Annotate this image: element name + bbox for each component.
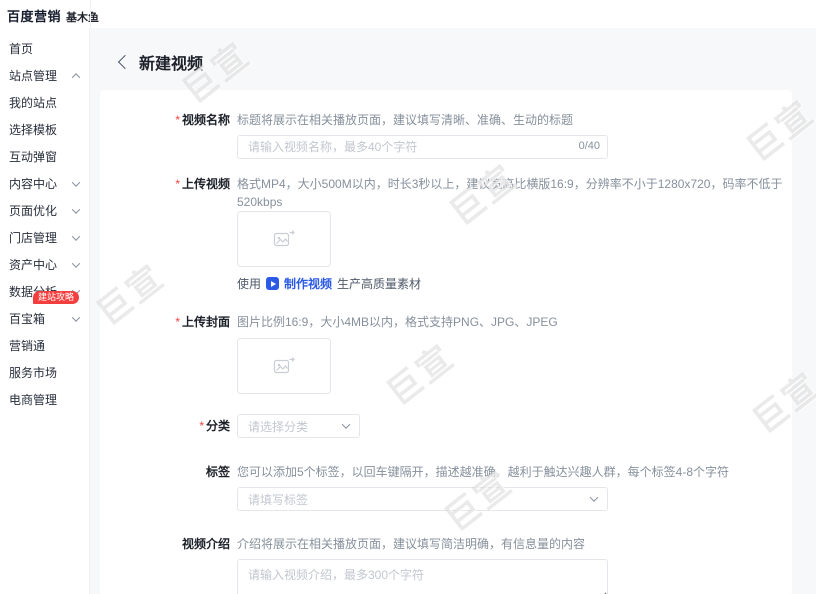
upload-cover-desc: 图片比例16:9，大小4MB以内，格式支持PNG、JPG、JPEG [237, 315, 558, 329]
add-image-icon [273, 357, 295, 374]
video-name-row: 视频名称 标题将展示在相关播放页面，建议填写清晰、准确、生动的标题 0/40 [100, 111, 792, 159]
upload-cover-row: 上传封面 图片比例16:9，大小4MB以内，格式支持PNG、JPG、JPEG [100, 313, 792, 394]
intro-label: 视频介绍 [181, 537, 230, 551]
sidebar-item-interactive-popup[interactable]: 互动弹窗 [9, 150, 58, 164]
sidebar: 首页 站点管理 我的站点 选择模板 互动弹窗 内容中心 页面优化 门店管理 资产… [0, 28, 90, 594]
chevron-down-icon [71, 177, 81, 187]
add-image-icon [273, 230, 295, 247]
topbar: 百度营销 基木鱼 [0, 0, 816, 28]
page-header: 新建视频 [117, 50, 816, 74]
category-select[interactable]: 请选择分类 [237, 414, 360, 438]
helper-suffix: 生产高质量素材 [337, 277, 422, 291]
video-name-input[interactable] [237, 135, 608, 159]
brand-name: 百度营销 [7, 9, 62, 24]
sidebar-item-home[interactable]: 首页 [9, 42, 34, 56]
category-label: 分类 [100, 417, 237, 435]
chevron-down-icon [71, 231, 81, 241]
sidebar-item-choose-template[interactable]: 选择模板 [9, 123, 58, 137]
video-play-icon [266, 277, 280, 290]
sidebar-item-my-sites[interactable]: 我的站点 [9, 96, 58, 110]
make-video-helper: 使用 制作视频 生产高质量素材 [237, 275, 792, 292]
chevron-down-icon [71, 312, 81, 322]
category-row: 分类 请选择分类 [100, 414, 792, 438]
make-video-link[interactable]: 制作视频 [284, 277, 333, 291]
sidebar-item-store-management[interactable]: 门店管理 [0, 224, 89, 251]
upload-video-desc: 格式MP4，大小500M以内，时长3秒以上，建议宽高比横版16:9，分辨率不小于… [237, 177, 783, 209]
video-name-desc: 标题将展示在相关播放页面，建议填写清晰、准确、生动的标题 [237, 113, 574, 127]
chevron-down-icon [341, 420, 351, 429]
upload-video-dropzone[interactable] [237, 211, 331, 267]
chevron-down-icon [71, 204, 81, 214]
sidebar-item-asset-center[interactable]: 资产中心 [0, 251, 89, 278]
sidebar-item-treasure-box[interactable]: 百宝箱 [0, 305, 89, 332]
main-content: 新建视频 视频名称 标题将展示在相关播放页面，建议填写清晰、准确、生动的标题 0… [90, 28, 816, 594]
brand-logo: 百度营销 基木鱼 [7, 6, 99, 25]
sidebar-item-page-optimization[interactable]: 页面优化 [0, 197, 89, 224]
upload-cover-dropzone[interactable] [237, 338, 331, 394]
product-name: 基木鱼 [66, 12, 100, 24]
video-name-label: 视频名称 [100, 111, 237, 129]
tags-label: 标签 [205, 465, 230, 479]
tags-placeholder: 请填写标签 [248, 492, 309, 507]
tags-desc: 您可以添加5个标签，以回车键隔开，描述越准确，越利于触达兴趣人群，每个标签4-8… [237, 465, 730, 479]
intro-row: 视频介绍 介绍将展示在相关播放页面，建议填写简洁明确，有信息量的内容 [100, 535, 792, 594]
category-placeholder: 请选择分类 [248, 419, 309, 434]
topbar-divider [90, 0, 91, 28]
sidebar-item-marketing-pass[interactable]: 营销通 [9, 339, 46, 353]
intro-desc: 介绍将展示在相关播放页面，建议填写简洁明确，有信息量的内容 [237, 537, 586, 551]
intro-textarea[interactable] [237, 559, 608, 594]
tags-select[interactable]: 请填写标签 [237, 487, 608, 511]
page-title: 新建视频 [139, 56, 204, 73]
upload-video-label: 上传视频 [100, 175, 237, 193]
chevron-down-icon [71, 258, 81, 268]
sidebar-item-site-management[interactable]: 站点管理 [0, 62, 89, 89]
sidebar-nav: 首页 站点管理 我的站点 选择模板 互动弹窗 内容中心 页面优化 门店管理 资产… [0, 28, 89, 413]
chevron-down-icon [589, 493, 599, 502]
sidebar-item-ecommerce-management[interactable]: 电商管理 [9, 393, 58, 407]
upload-video-row: 上传视频 格式MP4，大小500M以内，时长3秒以上，建议宽高比横版16:9，分… [100, 175, 792, 292]
sidebar-item-content-center[interactable]: 内容中心 [0, 170, 89, 197]
chevron-up-icon [71, 72, 81, 82]
tags-row: 标签 您可以添加5个标签，以回车键隔开，描述越准确，越利于触达兴趣人群，每个标签… [100, 463, 792, 511]
upload-cover-label: 上传封面 [100, 313, 237, 331]
char-counter: 0/40 [578, 140, 600, 152]
back-icon[interactable] [117, 54, 133, 70]
new-video-form-card: 视频名称 标题将展示在相关播放页面，建议填写清晰、准确、生动的标题 0/40 上… [100, 90, 792, 594]
helper-prefix: 使用 [237, 277, 262, 291]
sidebar-item-service-market[interactable]: 服务市场 [9, 366, 58, 380]
site-building-guide-badge: 建站攻略 [33, 291, 80, 304]
